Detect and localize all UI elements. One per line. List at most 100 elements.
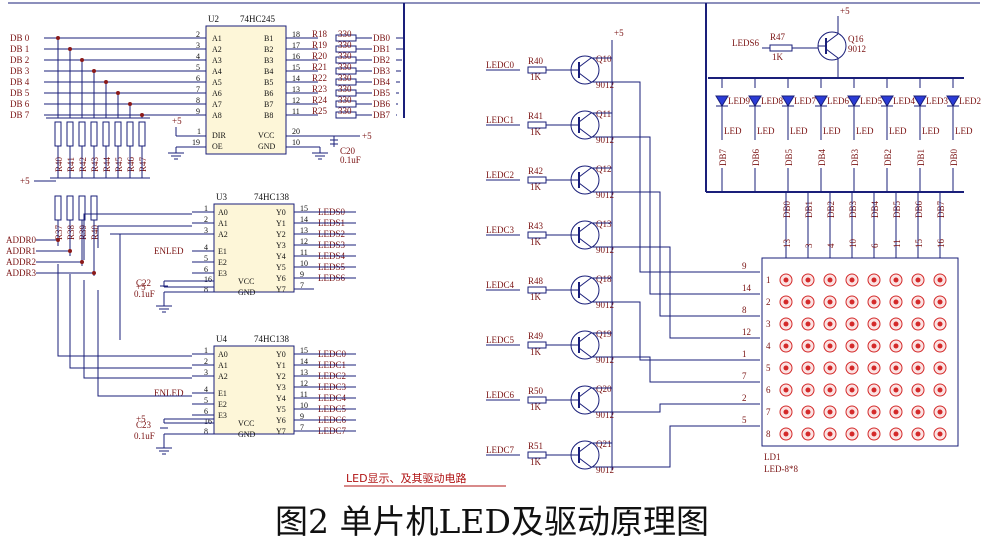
matrix-led-core xyxy=(893,409,899,415)
matrix-led-core xyxy=(849,299,855,305)
matrix-led-core xyxy=(849,277,855,283)
matrix-col-db: DB5 xyxy=(892,200,902,218)
u3-pin-num: 12 xyxy=(300,237,308,246)
led-diode-3 xyxy=(814,95,828,107)
u2-b-resistor-value: 330 xyxy=(338,95,352,105)
driver-resistor-ref: R48 xyxy=(528,276,544,286)
u2-pin-num: 11 xyxy=(292,107,300,116)
u4-pin-num: 4 xyxy=(204,385,208,394)
driver-resistor-value: 1K xyxy=(530,127,542,137)
junction-dot xyxy=(92,69,96,73)
matrix-led-core xyxy=(893,431,899,437)
matrix-col-db: DB3 xyxy=(848,200,858,218)
u2-pin-num: 10 xyxy=(292,138,300,147)
matrix-row-num: 5 xyxy=(766,363,771,373)
plus5-label: +5 xyxy=(172,116,182,126)
matrix-led-core xyxy=(805,321,811,327)
matrix-led-core xyxy=(827,409,833,415)
transistor-q20-emitter xyxy=(578,402,592,413)
leds6-resistor-ref: R47 xyxy=(770,32,786,42)
plus5-label: +5 xyxy=(362,131,372,141)
junction-dot xyxy=(116,91,120,95)
junction-dot xyxy=(68,47,72,51)
transistor-part: 9012 xyxy=(596,80,614,90)
matrix-row-pin: 2 xyxy=(742,393,747,403)
transistor-q21-collector xyxy=(578,442,592,453)
u3-pin-in: A0 xyxy=(218,208,228,217)
transistor-q16-emitter xyxy=(825,48,839,59)
db-output-label: DB1 xyxy=(373,44,390,54)
matrix-led-core xyxy=(893,365,899,371)
driver-row-wire xyxy=(591,301,760,361)
leds6-resistor-value: 1K xyxy=(772,52,784,62)
matrix-row-pin: 9 xyxy=(742,261,747,271)
u4-pin-num: 1 xyxy=(204,346,208,355)
matrix-col-pin: 3 xyxy=(804,243,814,248)
transistor-part: 9012 xyxy=(596,245,614,255)
u2-b-resistor-ref: R21 xyxy=(312,62,327,72)
resistor xyxy=(54,121,62,147)
matrix-col-db: DB6 xyxy=(914,200,924,218)
u4-pin-num: 8 xyxy=(204,427,208,436)
u4-pin-out: Y4 xyxy=(276,394,286,403)
u2-pin-num: 5 xyxy=(196,63,200,72)
transistor-q13-emitter xyxy=(578,237,592,248)
led-type: LED xyxy=(955,126,973,136)
transistor-q20-collector xyxy=(578,387,592,398)
u2-pin-num: 18 xyxy=(292,30,300,39)
matrix-col-pin: 6 xyxy=(870,243,880,248)
led-type: LED xyxy=(823,126,841,136)
junction-dot xyxy=(68,249,72,253)
driver-resistor-value: 1K xyxy=(530,72,542,82)
u3-pin-in: A1 xyxy=(218,219,228,228)
u3-cap-value: 0.1uF xyxy=(134,289,155,299)
u2-b-resistor-value: 330 xyxy=(338,51,352,61)
matrix-row-pin: 14 xyxy=(742,283,752,293)
matrix-row-num: 7 xyxy=(766,407,771,417)
transistor-q12-emitter xyxy=(578,182,592,193)
transistor-q16-collector xyxy=(825,33,839,44)
junction-dot xyxy=(80,58,84,62)
led-db-label: DB3 xyxy=(850,148,860,166)
transistor-q19-collector xyxy=(578,332,592,343)
pullup-ref: R47 xyxy=(138,156,148,172)
plus5-label: +5 xyxy=(136,282,146,292)
driver-resistor-ref: R50 xyxy=(528,386,544,396)
matrix-led-core xyxy=(827,277,833,283)
pullup-ref: R40 xyxy=(54,156,64,172)
u4-pin-out: Y0 xyxy=(276,350,286,359)
u2-pin-num: 3 xyxy=(196,41,200,50)
u3-pin-num: 8 xyxy=(204,285,208,294)
matrix-col-pin: 4 xyxy=(826,243,836,248)
db-input-label: DB 2 xyxy=(10,55,29,65)
matrix-led-core xyxy=(783,343,789,349)
matrix-led-core xyxy=(915,409,921,415)
u4-pin-num: 12 xyxy=(300,379,308,388)
db-output-label: DB5 xyxy=(373,88,391,98)
u4-pin-out: Y2 xyxy=(276,372,286,381)
driver-resistor-value: 1K xyxy=(530,182,542,192)
u4-pin-in: A0 xyxy=(218,350,228,359)
u2-pin-b: B2 xyxy=(264,45,273,54)
matrix-led-core xyxy=(805,365,811,371)
transistor-q18-collector xyxy=(578,277,592,288)
matrix-led-core xyxy=(893,321,899,327)
u4-pin-vcc: VCC xyxy=(238,419,254,428)
led-ref: LED7 xyxy=(794,96,816,106)
matrix-col-pin: 10 xyxy=(848,239,858,249)
u2-pin-a: A1 xyxy=(212,34,222,43)
u2-b-resistor-ref: R20 xyxy=(312,51,328,61)
matrix-led-core xyxy=(827,431,833,437)
u4-pin-num: 5 xyxy=(204,396,208,405)
u3-pin-num: 4 xyxy=(204,243,208,252)
transistor-ref: Q12 xyxy=(596,164,612,174)
u3-pin-num: 3 xyxy=(204,226,208,235)
resistor xyxy=(78,121,86,147)
u2-pin-b: B1 xyxy=(264,34,273,43)
u4-pin-num: 10 xyxy=(300,401,308,410)
u4-pin-in: E2 xyxy=(218,400,227,409)
led-diode-2 xyxy=(781,95,795,107)
driver-row-wire xyxy=(591,191,760,317)
transistor-q18-emitter xyxy=(578,292,592,303)
led-db-label: DB6 xyxy=(751,148,761,166)
